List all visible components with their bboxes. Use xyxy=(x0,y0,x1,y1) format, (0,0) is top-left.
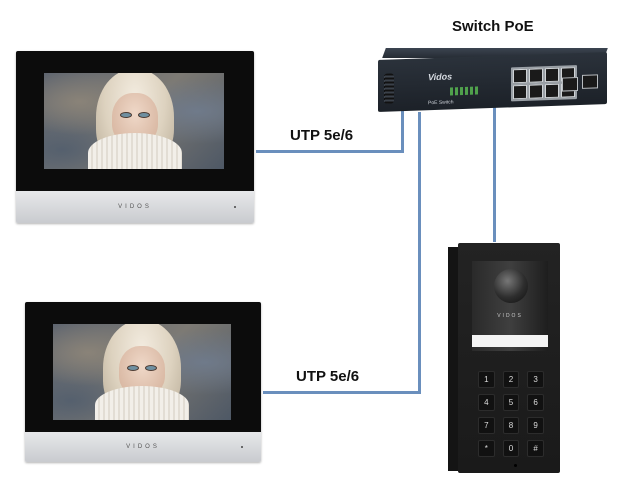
ethernet-port xyxy=(545,67,559,83)
person-sweater xyxy=(95,386,189,420)
person-eye xyxy=(121,113,131,117)
monitor-screen xyxy=(53,324,231,420)
uplink-port xyxy=(562,77,578,92)
keypad: 1 2 3 4 5 6 7 8 9 * 0 # xyxy=(478,371,544,457)
key-7[interactable]: 7 xyxy=(478,417,495,434)
edge-label-top: UTP 5e/6 xyxy=(290,127,354,144)
key-2[interactable]: 2 xyxy=(502,371,520,388)
switch-status-leds xyxy=(450,86,480,96)
ethernet-port xyxy=(513,84,527,100)
switch-label: Switch PoE xyxy=(452,18,534,35)
ethernet-port xyxy=(529,84,543,99)
key-9[interactable]: 9 xyxy=(527,417,544,434)
monitor-chin: VIDOS xyxy=(25,432,261,462)
switch-front: Vidos PoE Switch xyxy=(378,52,607,112)
monitor-chin: VIDOS xyxy=(16,191,254,223)
key-0[interactable]: 0 xyxy=(502,440,520,457)
wire-monitor-top-horizontal xyxy=(256,150,404,153)
person-eye xyxy=(146,366,156,370)
wire-monitor-bottom-vertical xyxy=(418,112,421,394)
key-3[interactable]: 3 xyxy=(527,371,544,388)
person-eye xyxy=(128,366,138,370)
monitor-brand: VIDOS xyxy=(126,444,160,450)
door-station-side xyxy=(448,247,460,471)
nameplate xyxy=(472,335,548,347)
monitor-bottom: VIDOS xyxy=(25,302,261,462)
person-eye xyxy=(139,113,149,117)
monitor-led xyxy=(241,446,243,448)
switch-model: PoE Switch xyxy=(428,99,454,107)
key-star[interactable]: * xyxy=(478,440,495,457)
camera-lens-icon xyxy=(494,269,528,303)
ethernet-port xyxy=(513,68,527,84)
microphone-icon xyxy=(514,464,517,467)
monitor-screen xyxy=(44,73,224,169)
door-station: VIDOS 1 2 3 4 5 6 7 8 9 * 0 # xyxy=(448,243,560,473)
wire-door-station xyxy=(493,104,496,242)
edge-label-bottom: UTP 5e/6 xyxy=(296,368,360,385)
door-station-front: VIDOS 1 2 3 4 5 6 7 8 9 * 0 # xyxy=(458,243,560,473)
monitor-brand: VIDOS xyxy=(118,204,152,210)
key-1[interactable]: 1 xyxy=(478,371,495,388)
door-station-brand: VIDOS xyxy=(497,313,523,319)
switch-vents xyxy=(384,73,394,104)
ethernet-port xyxy=(545,83,559,99)
wire-monitor-top-vertical xyxy=(401,106,404,153)
switch-brand: Vidos xyxy=(428,71,453,83)
key-5[interactable]: 5 xyxy=(502,394,520,411)
monitor-led xyxy=(234,206,236,208)
key-4[interactable]: 4 xyxy=(478,394,495,411)
key-hash[interactable]: # xyxy=(527,440,544,457)
key-8[interactable]: 8 xyxy=(502,417,520,434)
poe-switch: Vidos PoE Switch xyxy=(378,48,608,112)
monitor-top: VIDOS xyxy=(16,51,254,223)
person-sweater xyxy=(88,133,182,169)
wire-monitor-bottom-horizontal xyxy=(263,391,420,394)
uplink-port xyxy=(582,74,598,89)
key-6[interactable]: 6 xyxy=(527,394,544,411)
ethernet-port xyxy=(529,68,543,83)
